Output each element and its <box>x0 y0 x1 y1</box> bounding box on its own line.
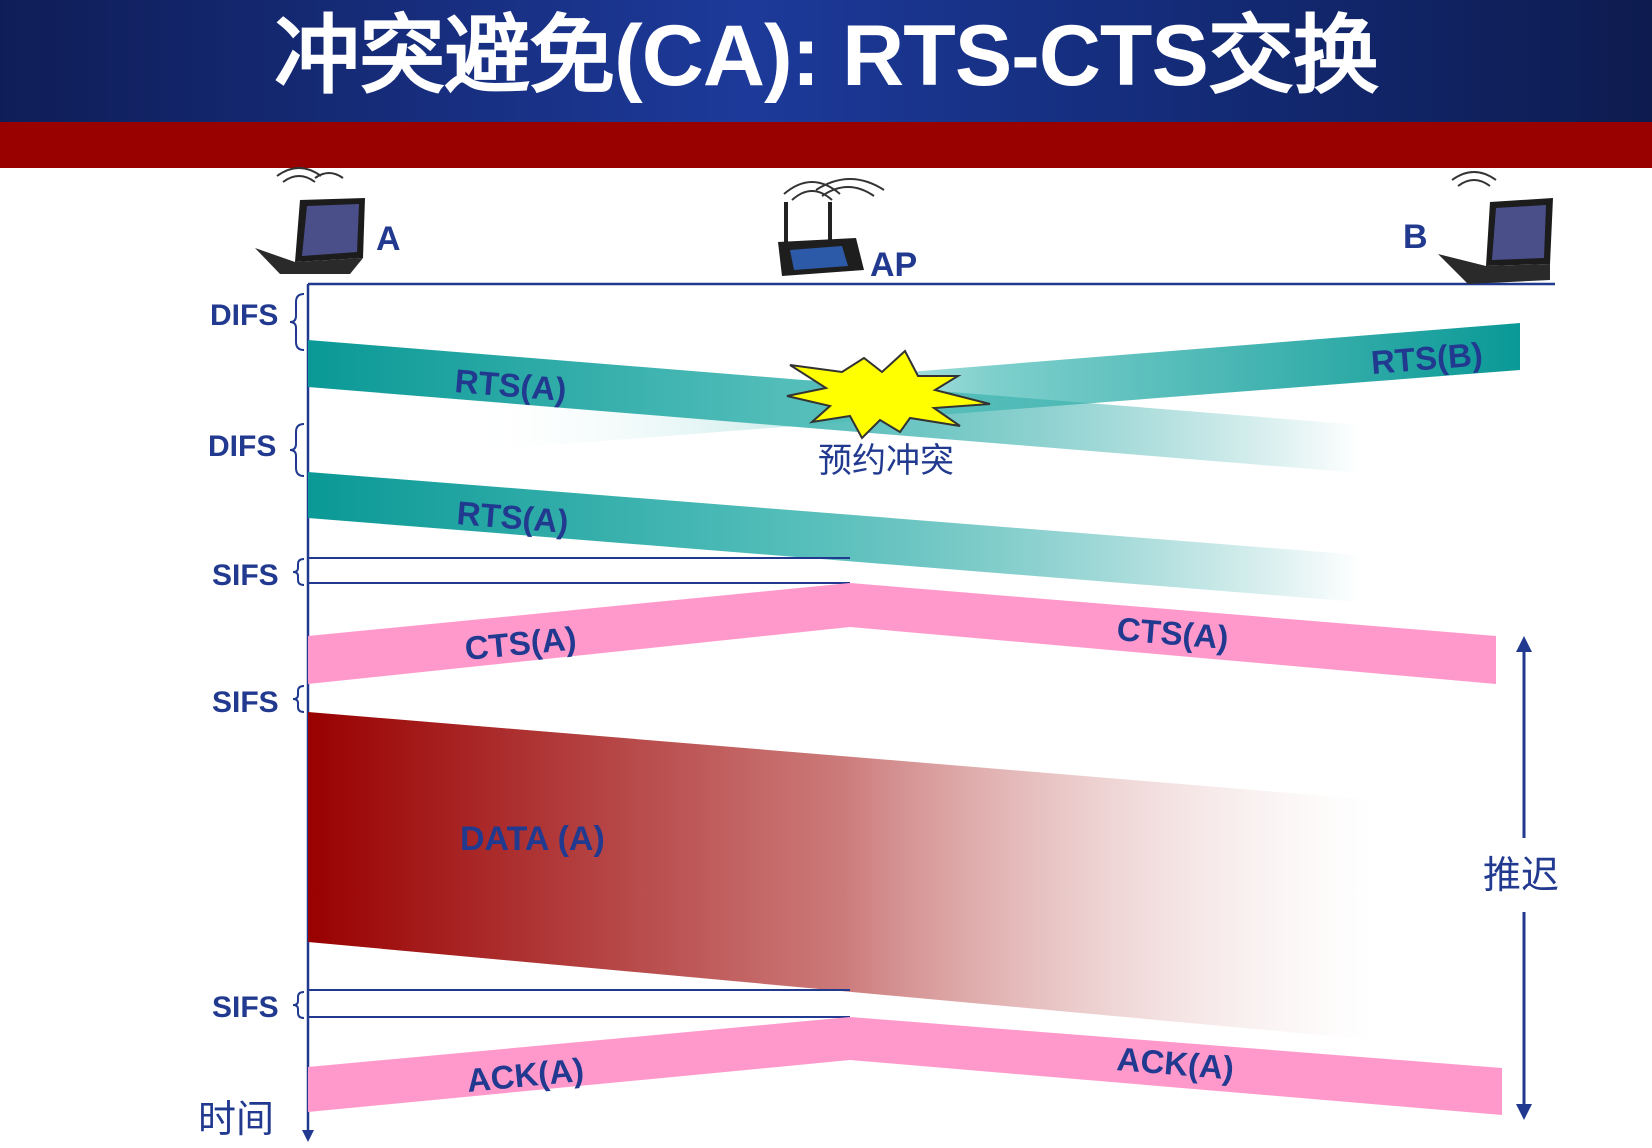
difs-brace <box>289 293 305 351</box>
collision-starburst-icon <box>786 349 991 440</box>
wireless-router-icon <box>778 178 885 276</box>
defer-annotation: 推迟 <box>1483 853 1559 897</box>
difs-label: DIFS <box>210 299 278 332</box>
sifs-brace <box>292 558 305 586</box>
laptop-wifi-icon <box>1438 171 1553 284</box>
frame-label-data: DATA (A) <box>460 820 605 858</box>
cts-band <box>308 583 1496 684</box>
data-band <box>308 712 1375 1040</box>
frame-label-cts: CTS(A) <box>1115 610 1229 656</box>
node-a-label: A <box>376 220 401 258</box>
sifs-label: SIFS <box>212 686 279 719</box>
accent-bar <box>0 122 1652 168</box>
difs-label: DIFS <box>208 430 276 463</box>
collision-annotation: 预约冲突 <box>818 441 954 481</box>
sifs-label: SIFS <box>212 559 279 592</box>
sifs-brace <box>292 685 305 713</box>
frame-label-rts-b: RTS(B) <box>1370 335 1484 381</box>
defer-arrow-down-head <box>1516 1104 1532 1120</box>
frame-label-rts-a: RTS(A) <box>455 494 569 540</box>
sifs-label: SIFS <box>212 991 279 1024</box>
laptop-wifi-icon <box>255 167 365 274</box>
page-title: 冲突避免(CA): RTS-CTS交换 <box>274 8 1379 104</box>
node-b-label: B <box>1403 218 1428 256</box>
time-axis-label: 时间 <box>198 1097 274 1141</box>
sifs-brace <box>292 991 305 1019</box>
difs-brace <box>289 423 305 477</box>
rts-a-band-2 <box>308 472 1360 602</box>
time-axis-arrow <box>302 1130 314 1142</box>
node-ap-label: AP <box>870 246 917 284</box>
frame-label-rts-a: RTS(A) <box>453 362 567 408</box>
title-bar: 冲突避免(CA): RTS-CTS交换 <box>0 0 1652 122</box>
defer-arrow-up-head <box>1516 636 1532 652</box>
ack-band <box>308 1017 1502 1115</box>
